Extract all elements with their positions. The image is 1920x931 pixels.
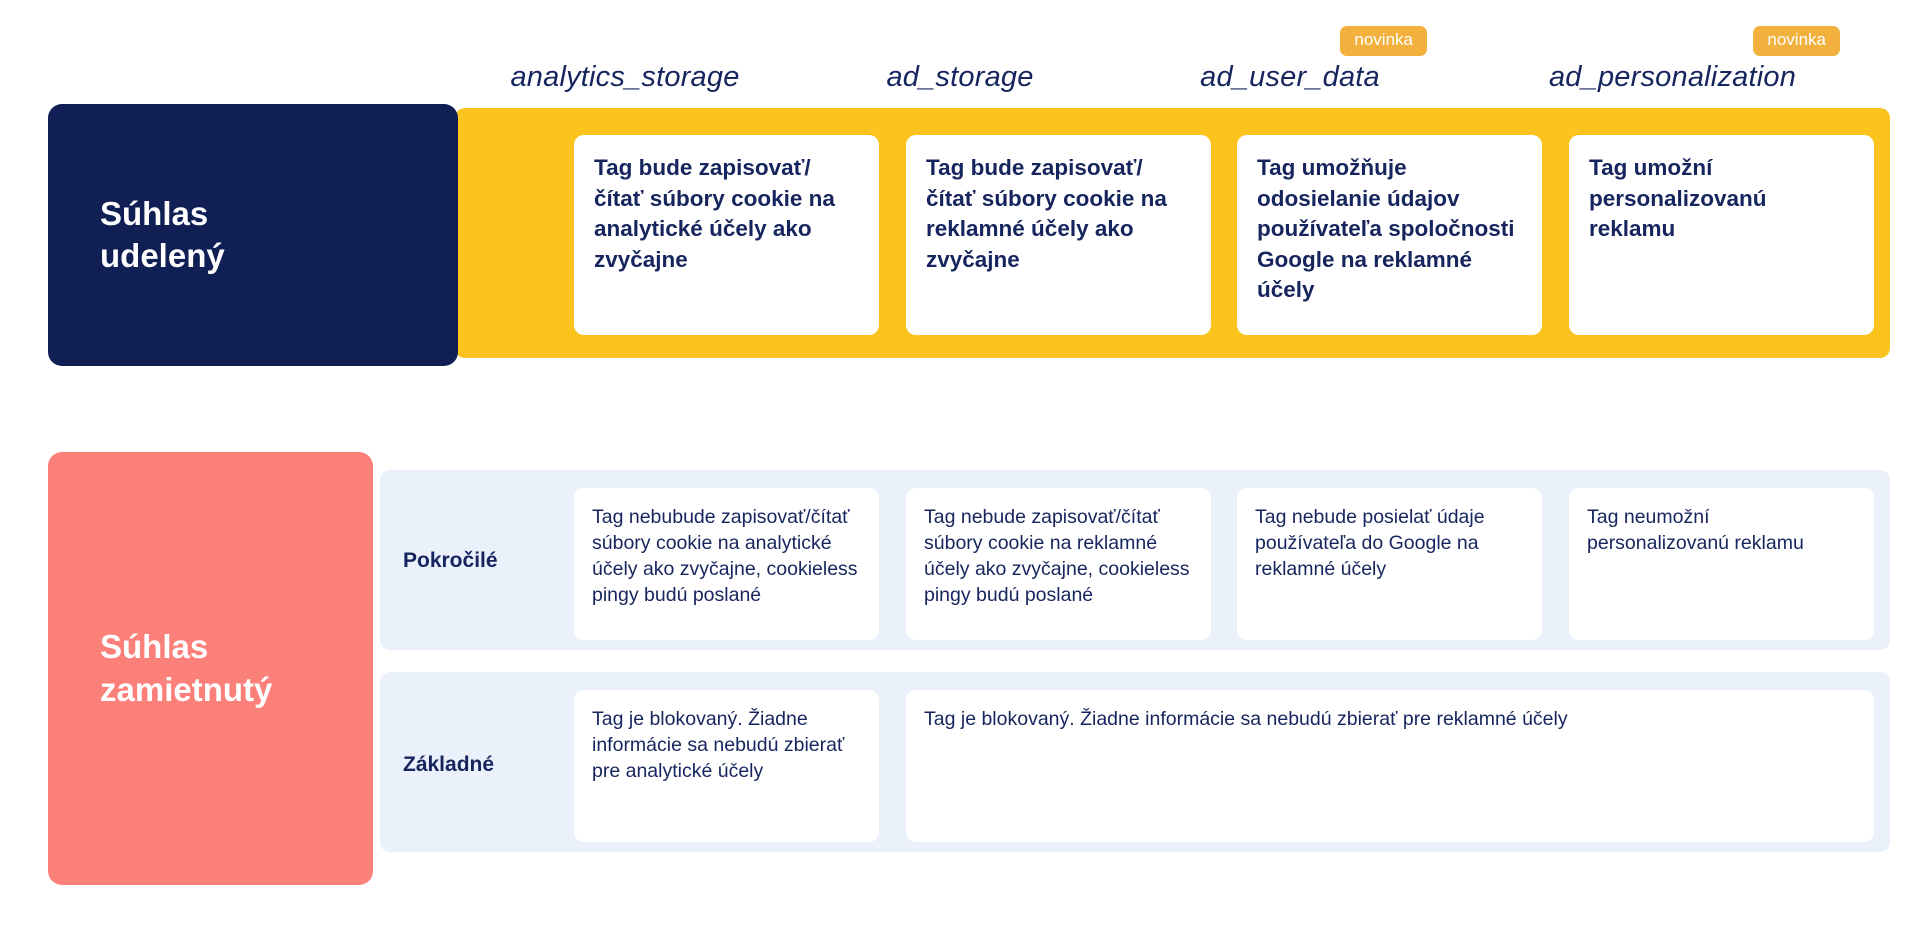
column-header-ad-personalization: novinka ad_personalization xyxy=(1455,0,1890,108)
consent-granted-title: Súhlas udelený xyxy=(100,194,225,274)
granted-card-analytics-storage: Tag bude zapisovať/čítať súbory cookie n… xyxy=(574,135,879,335)
denied-advanced-card-analytics-storage: Tag nebubude zapisovať/čítať súbory cook… xyxy=(574,488,879,640)
denied-advanced-card-ad-user-data: Tag nebude posielať údaje používateľa do… xyxy=(1237,488,1542,640)
card-text: Tag bude zapisovať/čítať súbory cookie n… xyxy=(926,155,1167,272)
card-text: Tag bude zapisovať/čítať súbory cookie n… xyxy=(594,155,835,272)
card-text: Tag umožní personalizovanú reklamu xyxy=(1589,155,1767,242)
column-header-label: ad_personalization xyxy=(1548,61,1797,93)
card-text: Tag nebude posielať údaje používateľa do… xyxy=(1255,506,1485,581)
row-label-advanced: Pokročilé xyxy=(403,549,498,572)
novinka-badge: novinka xyxy=(1753,26,1840,56)
denied-basic-card-analytics-storage: Tag je blokovaný. Žiadne informácie sa n… xyxy=(574,690,879,842)
consent-denied-title-box: Súhlas zamietnutý xyxy=(48,452,373,885)
column-header-label: ad_storage xyxy=(886,61,1034,93)
column-header-analytics-storage: analytics_storage xyxy=(455,0,795,108)
denied-advanced-card-ad-storage: Tag nebude zapisovať/čítať súbory cookie… xyxy=(906,488,1211,640)
granted-card-ad-storage: Tag bude zapisovať/čítať súbory cookie n… xyxy=(906,135,1211,335)
column-header-label: analytics_storage xyxy=(510,61,740,93)
card-text: Tag je blokovaný. Žiadne informácie sa n… xyxy=(924,708,1568,730)
column-header-label: ad_user_data xyxy=(1200,61,1380,93)
consent-denied-title: Súhlas zamietnutý xyxy=(100,628,273,708)
denied-advanced-card-ad-personalization: Tag neumožní personalizovanú reklamu xyxy=(1569,488,1874,640)
row-label-basic: Základné xyxy=(403,753,495,776)
granted-card-ad-user-data: Tag umožňuje odosielanie údajov používat… xyxy=(1237,135,1542,335)
card-text: Tag je blokovaný. Žiadne informácie sa n… xyxy=(592,708,845,783)
column-header-ad-user-data: novinka ad_user_data xyxy=(1125,0,1455,108)
card-text: Tag umožňuje odosielanie údajov používat… xyxy=(1257,155,1515,303)
card-text: Tag nebubude zapisovať/čítať súbory cook… xyxy=(592,506,858,607)
granted-card-ad-personalization: Tag umožní personalizovanú reklamu xyxy=(1569,135,1874,335)
card-text: Tag nebude zapisovať/čítať súbory cookie… xyxy=(924,506,1190,607)
column-header-row: analytics_storage ad_storage novinka ad_… xyxy=(455,0,1890,108)
column-header-ad-storage: ad_storage xyxy=(795,0,1125,108)
novinka-badge: novinka xyxy=(1340,26,1427,56)
consent-granted-title-box: Súhlas udelený xyxy=(48,104,458,366)
card-text: Tag neumožní personalizovanú reklamu xyxy=(1587,506,1804,555)
denied-basic-card-ads-span: Tag je blokovaný. Žiadne informácie sa n… xyxy=(906,690,1874,842)
